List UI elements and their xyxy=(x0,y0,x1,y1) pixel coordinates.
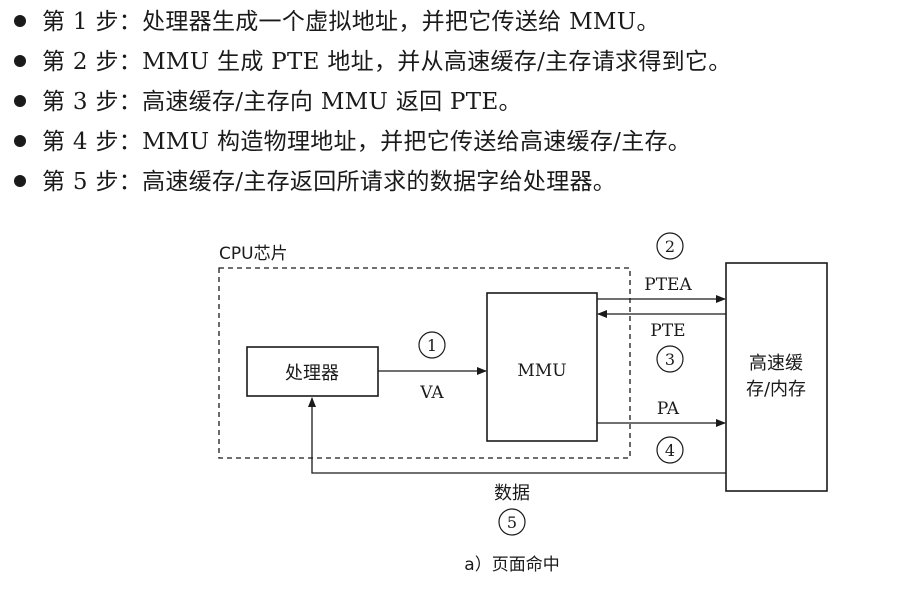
figure-caption: a）页面命中 xyxy=(464,555,559,575)
step-1-number: 1 xyxy=(427,336,437,355)
step-item: 第 1 步：处理器生成一个虚拟地址，并把它传送给 MMU。 xyxy=(14,2,904,42)
mmu-label: MMU xyxy=(517,361,566,381)
step-text: 高速缓存/主存返回所请求的数据字给处理器。 xyxy=(142,169,617,195)
pa-label: PA xyxy=(657,399,680,419)
step-item: 第 5 步：高速缓存/主存返回所请求的数据字给处理器。 xyxy=(14,162,904,202)
step-text: 处理器生成一个虚拟地址，并把它传送给 MMU。 xyxy=(142,9,660,35)
step-4-marker xyxy=(656,436,684,464)
step-item: 第 2 步：MMU 生成 PTE 地址，并从高速缓存/主存请求得到它。 xyxy=(14,42,904,82)
step-5-number: 5 xyxy=(507,513,517,532)
step-2-number: 2 xyxy=(665,237,675,256)
step-4-number: 4 xyxy=(665,441,675,460)
step-2-marker xyxy=(656,232,684,260)
step-label: 第 5 步： xyxy=(42,169,143,195)
mmu-box xyxy=(486,292,598,442)
va-label: VA xyxy=(419,383,444,403)
step-label: 第 4 步： xyxy=(42,129,143,155)
step-1-marker xyxy=(418,331,446,359)
step-5-marker xyxy=(498,508,526,536)
processor-label: 处理器 xyxy=(285,363,339,384)
cache-memory-box xyxy=(725,262,828,492)
step-3-marker xyxy=(656,345,684,373)
step-label: 第 2 步： xyxy=(42,49,143,75)
step-text: 高速缓存/主存向 MMU 返回 PTE。 xyxy=(142,89,522,115)
data-label: 数据 xyxy=(494,483,530,504)
step-3-number: 3 xyxy=(665,350,675,369)
bullet-icon xyxy=(14,15,26,27)
step-item: 第 4 步：MMU 构造物理地址，并把它传送给高速缓存/主存。 xyxy=(14,122,904,162)
step-item: 第 3 步：高速缓存/主存向 MMU 返回 PTE。 xyxy=(14,82,904,122)
pte-label: PTE xyxy=(650,321,685,341)
cache-memory-label-line1: 高速缓 xyxy=(749,353,803,374)
bullet-icon xyxy=(14,175,26,187)
step-label: 第 1 步： xyxy=(42,9,143,35)
processor-box xyxy=(246,346,379,397)
cpu-chip-label: CPU芯片 xyxy=(219,244,288,264)
ptea-label: PTEA xyxy=(644,275,692,295)
bullet-icon xyxy=(14,55,26,67)
bullet-icon xyxy=(14,135,26,147)
cache-memory-label-line2: 存/内存 xyxy=(746,379,806,400)
data-return-path xyxy=(308,397,726,474)
cpu-chip-boundary xyxy=(218,267,631,459)
step-text: MMU 生成 PTE 地址，并从高速缓存/主存请求得到它。 xyxy=(142,49,732,75)
step-list: 第 1 步：处理器生成一个虚拟地址，并把它传送给 MMU。 第 2 步：MMU … xyxy=(14,2,904,202)
bullet-icon xyxy=(14,95,26,107)
step-text: MMU 构造物理地址，并把它传送给高速缓存/主存。 xyxy=(142,129,692,155)
step-label: 第 3 步： xyxy=(42,89,143,115)
